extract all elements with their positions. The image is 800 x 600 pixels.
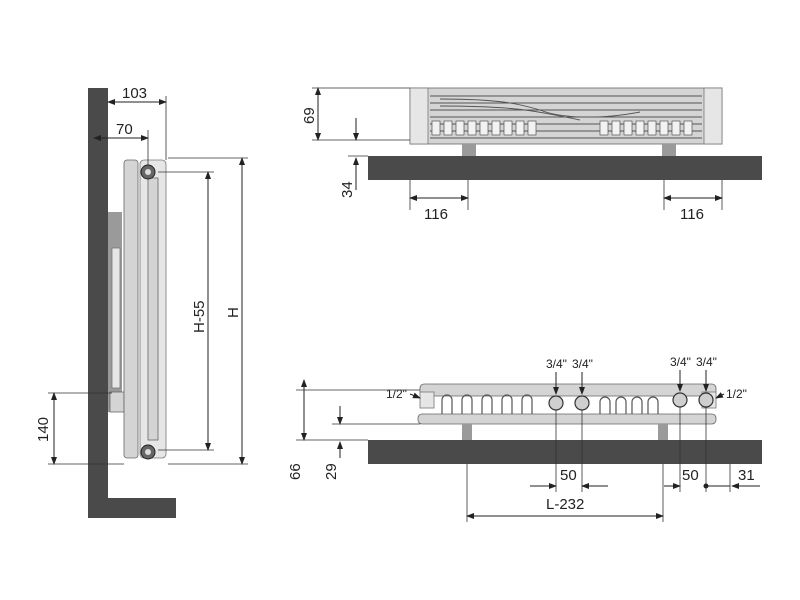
bracket-clip-lower: [109, 391, 125, 413]
wall: [88, 88, 108, 518]
bottom-bracket-right: [658, 424, 668, 440]
dim-label-116-left: 116: [424, 206, 448, 223]
side-view: 103 70 H-55 H 140: [35, 85, 248, 518]
left-half-inch-fitting: [419, 391, 435, 409]
conn-right-b-icon: [698, 392, 714, 408]
bottom-radiator-base: [417, 413, 717, 425]
radiator-fin: [147, 177, 159, 441]
radiator-panel-back: [123, 159, 139, 459]
bottom-bracket-left: [462, 424, 472, 440]
dim-label-34: 34: [339, 181, 356, 198]
dim-label-29: 29: [323, 463, 340, 480]
floor: [88, 498, 176, 518]
pipe-label-left-half: 1/2": [386, 387, 407, 401]
conn-left-a-icon: [548, 395, 564, 411]
dim-label-31: 31: [738, 467, 755, 484]
top-wall: [368, 156, 762, 180]
pipe-label-right-a: 3/4": [670, 355, 691, 369]
dim-label-70: 70: [116, 121, 133, 138]
dim-label-140: 140: [35, 417, 52, 442]
dim-label-50-left: 50: [560, 467, 577, 484]
bracket-plate: [111, 247, 121, 389]
pipe-label-right-half: 1/2": [726, 387, 747, 401]
dim-label-103: 103: [122, 85, 147, 102]
top-radiator-grille: [430, 95, 702, 139]
pipe-label-left-a: 3/4": [546, 357, 567, 371]
dim-label-h: H: [225, 307, 242, 318]
top-bracket-right: [662, 144, 676, 156]
bottom-radiator-fins: [441, 394, 659, 414]
dim-label-l232: L-232: [546, 496, 584, 513]
dim-label-116-right: 116: [680, 206, 704, 223]
dim-label-50-right: 50: [682, 467, 699, 484]
top-view: 69 34 116 116: [301, 87, 762, 223]
pipe-label-right-b: 3/4": [696, 355, 717, 369]
dim-label-66: 66: [287, 463, 304, 480]
conn-right-a-icon: [672, 392, 688, 408]
pipe-label-left-b: 3/4": [572, 357, 593, 371]
top-radiator-slots: [431, 120, 693, 136]
bottom-radiator-body: [419, 383, 717, 397]
dim-label-69: 69: [301, 107, 318, 124]
top-bracket-left: [462, 144, 476, 156]
bottom-view: 1/2" 1/2" 3/4" 3/4" 3/4" 3/4" 66 29 50: [287, 355, 762, 522]
dim-label-h55: H-55: [191, 300, 208, 333]
bottom-wall: [368, 440, 762, 464]
conn-left-b-icon: [574, 395, 590, 411]
